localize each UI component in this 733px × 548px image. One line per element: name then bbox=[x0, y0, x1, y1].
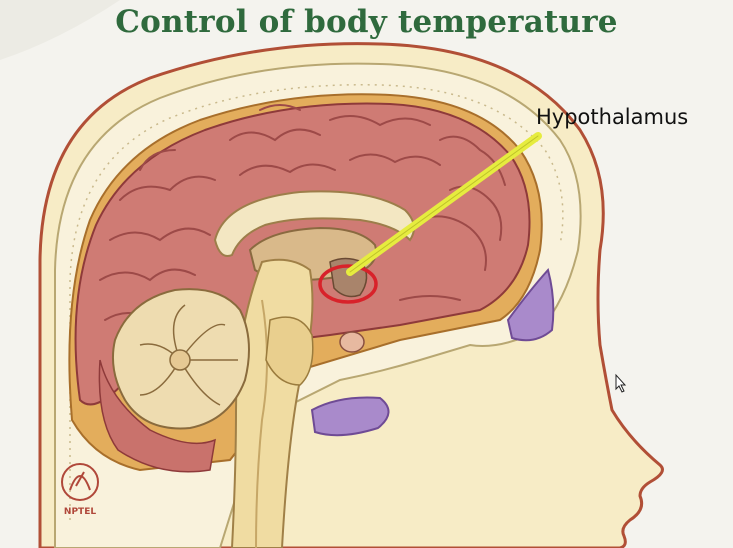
nptel-logo-text: NPTEL bbox=[60, 507, 100, 517]
hypothalamus-label: Hypothalamus bbox=[536, 105, 688, 129]
mouse-cursor-icon bbox=[616, 375, 625, 392]
pituitary bbox=[340, 332, 364, 352]
slide-title: Control of body temperature bbox=[0, 4, 733, 40]
